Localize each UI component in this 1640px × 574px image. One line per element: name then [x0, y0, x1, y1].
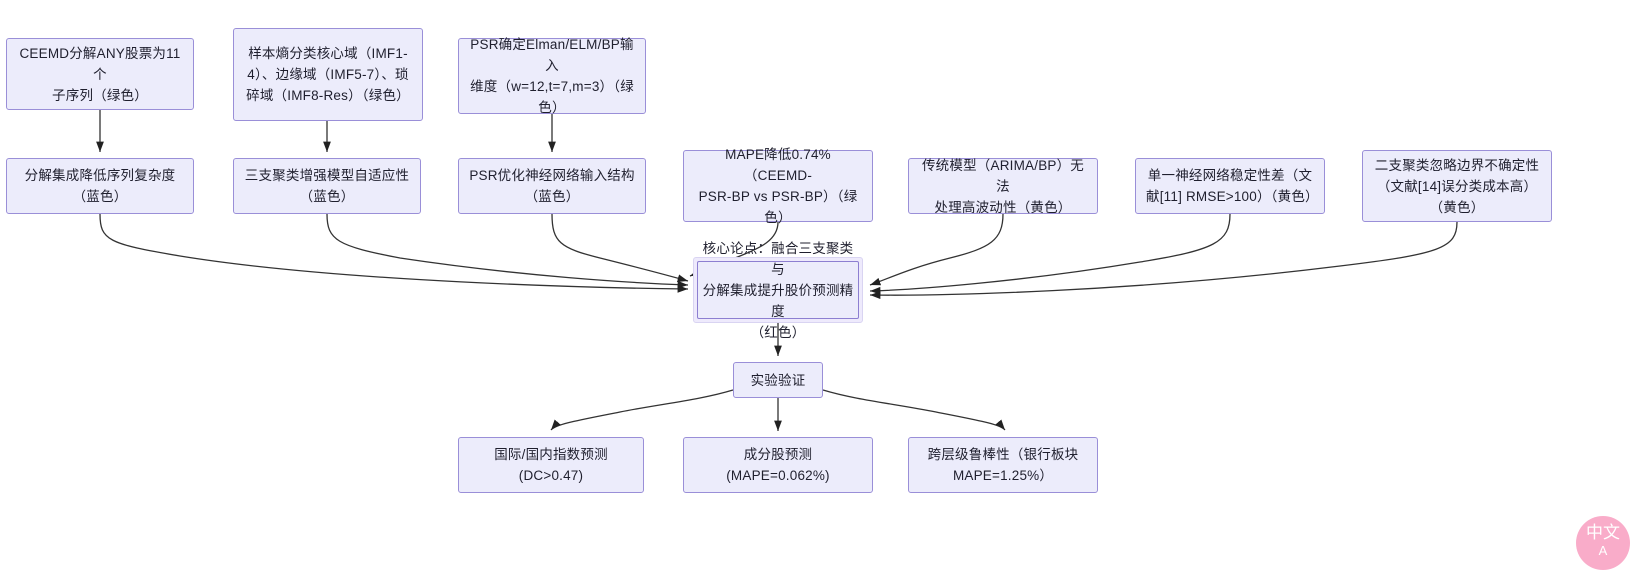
node-two-way-clustering-limitation[interactable]: 二支聚类忽略边界不确定性 （文献[14]误分类成本高） （黄色）: [1362, 150, 1552, 222]
node-mape-improvement[interactable]: MAPE降低0.74%（CEEMD- PSR-BP vs PSR-BP）（绿 色…: [683, 147, 873, 225]
node-label: 二支聚类忽略边界不确定性 （文献[14]误分类成本高） （黄色）: [1374, 157, 1540, 215]
watermark-secondary-label: A: [1598, 542, 1608, 558]
edge-n5-core: [326, 213, 689, 289]
watermark-primary-label: 中文: [1586, 522, 1620, 542]
node-single-network-instability[interactable]: 单一神经网络稳定性差（文 献[11] RMSE>100）（黄色）: [1135, 158, 1325, 214]
node-index-forecast[interactable]: 国际/国内指数预测 (DC>0.47): [458, 437, 644, 493]
node-experimental-validation[interactable]: 实验验证: [733, 362, 823, 398]
edge-n11-n14: [822, 389, 1006, 431]
node-label: 国际/国内指数预测 (DC>0.47): [494, 447, 608, 483]
edge-n10-core: [869, 221, 1458, 300]
node-label: 核心论点：融合三支聚类与 分解集成提升股价预测精度 （红色）: [702, 240, 854, 340]
node-decomposition-reduces-complexity[interactable]: 分解集成降低序列复杂度 （蓝色）: [6, 158, 194, 214]
node-psr-optimizes-network-input[interactable]: PSR优化神经网络输入结构 （蓝色）: [458, 158, 646, 214]
node-core-thesis[interactable]: 核心论点：融合三支聚类与 分解集成提升股价预测精度 （红色）: [693, 241, 863, 340]
edge-n6-core: [551, 213, 689, 282]
node-sample-entropy-classification[interactable]: 样本熵分类核心域（IMF1- 4）、边缘域（IMF5-7）、琐 碎域（IMF8-…: [233, 28, 423, 121]
node-three-way-clustering-adaptivity[interactable]: 三支聚类增强模型自适应性 （蓝色）: [233, 158, 421, 214]
node-cross-level-robustness[interactable]: 跨层级鲁棒性（银行板块 MAPE=1.25%）: [908, 437, 1098, 493]
node-label: 成分股预测 (MAPE=0.062%): [726, 447, 830, 483]
node-label: CEEMD分解ANY股票为11个 子序列（绿色）: [19, 45, 181, 103]
node-label: 三支聚类增强模型自适应性 （蓝色）: [244, 168, 410, 204]
node-label: PSR确定Elman/ELM/BP输入 维度（w=12,t=7,m=3）（绿 色…: [470, 37, 634, 115]
node-label: 跨层级鲁棒性（银行板块 MAPE=1.25%）: [927, 447, 1079, 483]
node-label: 分解集成降低序列复杂度 （蓝色）: [24, 168, 176, 204]
node-label: PSR优化神经网络输入结构 （蓝色）: [469, 168, 635, 204]
node-label: 传统模型（ARIMA/BP）无法 处理高波动性（黄色）: [921, 157, 1084, 215]
node-ceemd-decomposition[interactable]: CEEMD分解ANY股票为11个 子序列（绿色）: [6, 38, 194, 110]
node-label: 样本熵分类核心域（IMF1- 4）、边缘域（IMF5-7）、琐 碎域（IMF8-…: [246, 46, 410, 103]
node-label: 实验验证: [750, 372, 806, 388]
node-label: 单一神经网络稳定性差（文 献[11] RMSE>100）（黄色）: [1146, 168, 1319, 204]
node-label: MAPE降低0.74%（CEEMD- PSR-BP vs PSR-BP）（绿 色…: [698, 147, 858, 225]
node-traditional-model-limitation[interactable]: 传统模型（ARIMA/BP）无法 处理高波动性（黄色）: [908, 158, 1098, 215]
edge-n4-core: [99, 213, 689, 293]
edge-n8-core: [869, 213, 1004, 286]
edge-n9-core: [869, 213, 1231, 295]
core-thesis-inner: 核心论点：融合三支聚类与 分解集成提升股价预测精度 （红色）: [697, 241, 859, 340]
node-psr-input-dimension[interactable]: PSR确定Elman/ELM/BP输入 维度（w=12,t=7,m=3）（绿 色…: [458, 37, 646, 115]
ime-watermark-icon: 中文 A: [1576, 516, 1630, 570]
edge-n11-n12: [550, 389, 734, 431]
node-constituent-stock-forecast[interactable]: 成分股预测 (MAPE=0.062%): [683, 437, 873, 493]
